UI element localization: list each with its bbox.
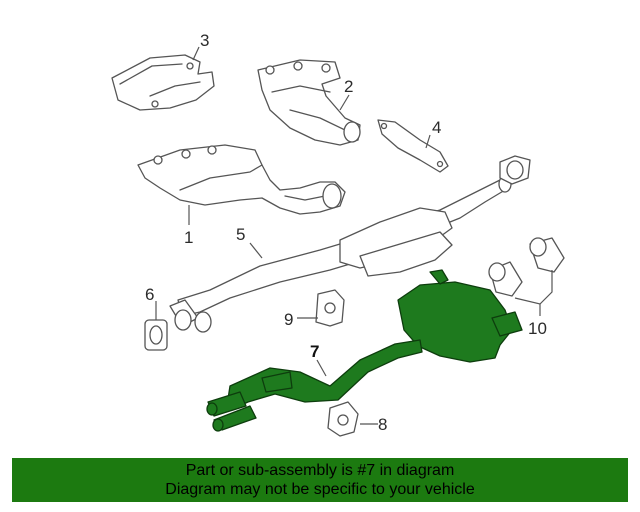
callout-7: 7 bbox=[310, 342, 319, 361]
callout-8: 8 bbox=[378, 415, 387, 434]
part-1-manifold-lower[interactable] bbox=[137, 144, 346, 215]
callout-2: 2 bbox=[344, 77, 353, 96]
exhaust-parts-diagram: 3 2 4 1 5 6 9 7 8 10 bbox=[111, 31, 565, 437]
leader-lines bbox=[155, 46, 553, 425]
part-9-hanger[interactable] bbox=[315, 289, 345, 327]
info-banner: Part or sub-assembly is #7 in diagram Di… bbox=[12, 458, 628, 502]
pipe-clamp[interactable] bbox=[499, 155, 531, 185]
part-5-front-pipe[interactable] bbox=[169, 175, 512, 333]
part-7-rear-muffler[interactable] bbox=[206, 269, 523, 432]
banner-line-2: Diagram may not be specific to your vehi… bbox=[165, 481, 475, 498]
callout-6: 6 bbox=[145, 285, 154, 304]
callout-4: 4 bbox=[432, 118, 441, 137]
banner-line-1: Part or sub-assembly is #7 in diagram bbox=[185, 462, 455, 479]
callout-1: 1 bbox=[184, 228, 193, 247]
part-8-hanger-bracket[interactable] bbox=[327, 401, 359, 437]
part-6-gasket[interactable] bbox=[144, 319, 168, 351]
part-3-heat-shield[interactable] bbox=[111, 54, 215, 111]
part-2-manifold-upper[interactable] bbox=[257, 59, 361, 146]
callout-3: 3 bbox=[200, 31, 209, 50]
callout-10: 10 bbox=[528, 319, 547, 338]
callout-9: 9 bbox=[284, 310, 293, 329]
callout-5: 5 bbox=[236, 225, 245, 244]
part-4-bracket[interactable] bbox=[377, 119, 449, 173]
part-10-exhaust-tips[interactable] bbox=[488, 237, 565, 297]
